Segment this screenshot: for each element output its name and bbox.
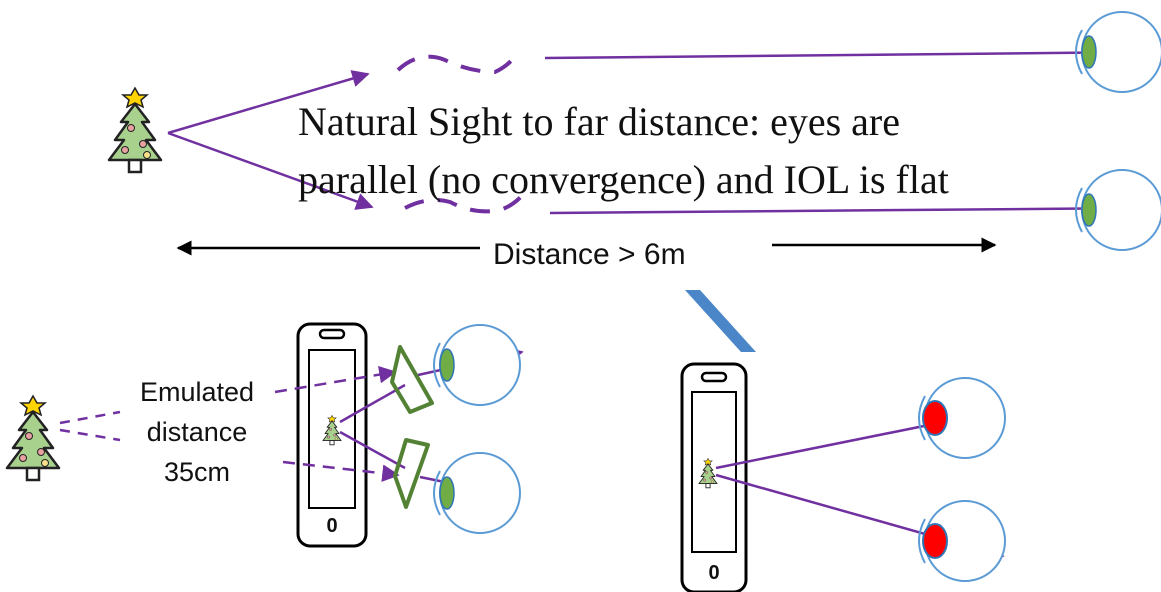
emulated-label: Emulated distance 35cm <box>122 372 272 492</box>
eye-icon <box>1075 169 1161 251</box>
emulated-line-3: 35cm <box>163 457 231 487</box>
emulated-line-2: distance <box>146 417 248 447</box>
eye-icon <box>1075 11 1161 93</box>
distance-arrow <box>176 237 997 256</box>
svg-text:0: 0 <box>708 562 719 584</box>
smartphone-icon: 0 <box>680 362 748 592</box>
far-sight-section <box>107 11 1161 256</box>
eye-icon <box>918 377 1006 459</box>
christmas-tree-icon <box>107 86 163 174</box>
near-section: 0 <box>680 362 1006 592</box>
blue-connector-arrow <box>685 290 756 352</box>
emulated-line-1: Emulated <box>139 377 255 407</box>
prism-lens-icon <box>390 345 434 509</box>
eye-icon <box>433 324 521 406</box>
eye-icon <box>433 452 521 534</box>
caption-line-2: parallel (no convergence) and IOL is fla… <box>298 157 949 202</box>
far-rays <box>167 43 1152 217</box>
caption-line-1: Natural Sight to far distance: eyes are <box>298 99 900 144</box>
eye-icon <box>918 500 1006 582</box>
svg-text:0: 0 <box>326 515 337 537</box>
smartphone-icon: 0 <box>296 322 368 548</box>
distance-label: Distance > 6m <box>493 238 686 271</box>
christmas-tree-icon <box>5 394 61 482</box>
emulated-section: 0 <box>5 322 524 548</box>
